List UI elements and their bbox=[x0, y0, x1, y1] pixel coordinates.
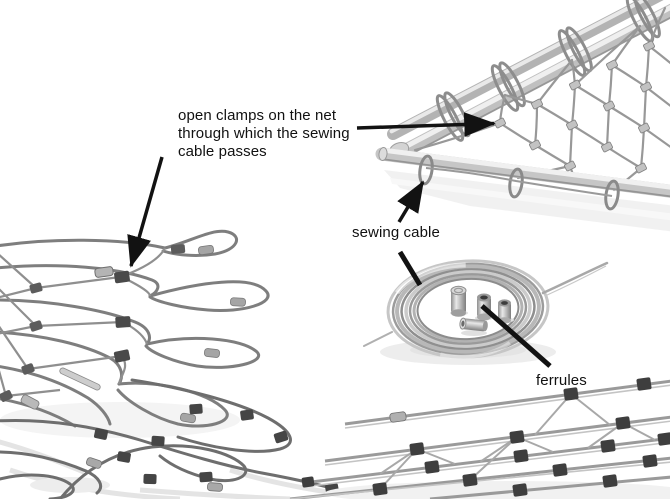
ferrules-label: ferrules bbox=[536, 372, 587, 389]
open-clamps-label: open clamps on the net through which the… bbox=[178, 107, 350, 160]
ferrule-standing-1 bbox=[450, 285, 467, 317]
needle-ferrule bbox=[59, 367, 101, 391]
sewing-cable-label: sewing cable bbox=[352, 224, 440, 241]
stretched-mesh-photo bbox=[289, 377, 670, 499]
leader-lines bbox=[127, 112, 552, 368]
open-clamps-arrow-to-frame bbox=[356, 112, 496, 137]
cable-coil bbox=[363, 259, 609, 365]
ferrules-line bbox=[480, 304, 552, 368]
bottom-left-net-photo bbox=[0, 378, 354, 499]
open-clamp-highlight bbox=[94, 266, 114, 278]
ferrule-lying bbox=[459, 317, 488, 332]
sewing-cable-line-to-coil bbox=[397, 250, 423, 287]
sewing-cable-arrow-to-frame bbox=[397, 180, 425, 223]
net-open-clamps-photo bbox=[0, 229, 270, 438]
open-clamps-arrow-to-net bbox=[127, 156, 164, 268]
frame-mesh-photo bbox=[375, 0, 670, 232]
ferrule-standing-3 bbox=[498, 299, 511, 324]
